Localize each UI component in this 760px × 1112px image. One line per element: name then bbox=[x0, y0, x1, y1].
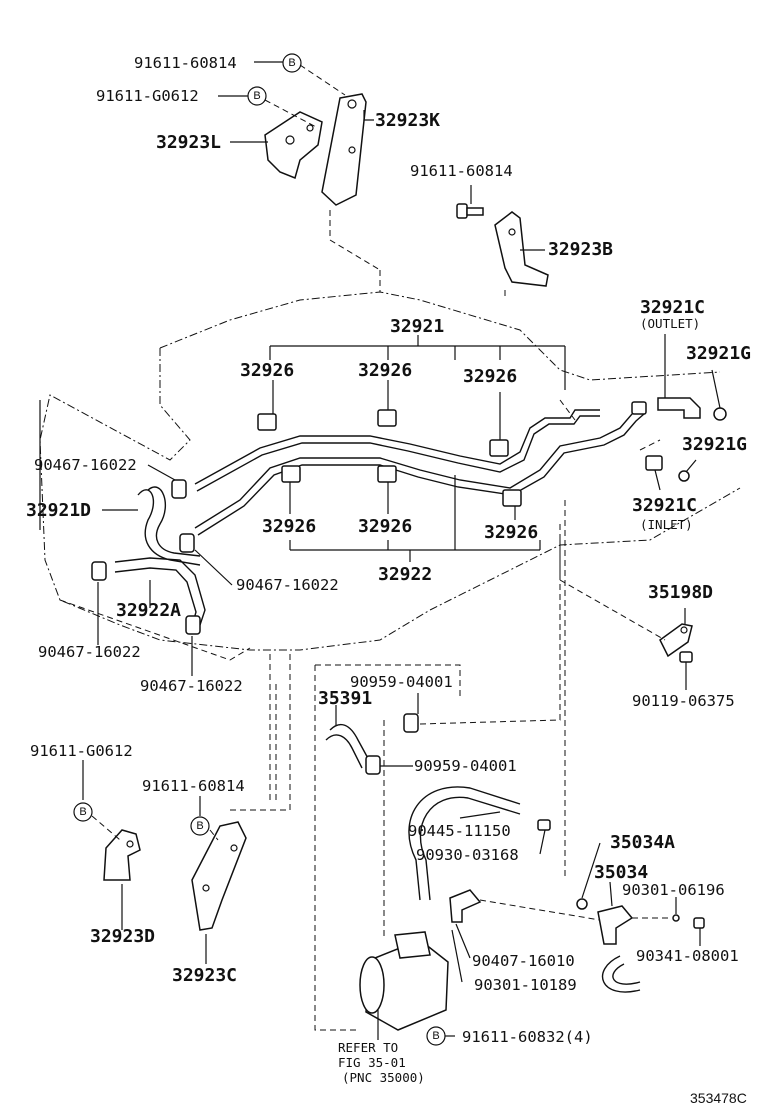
label-32921C-inlet: 32921C bbox=[632, 495, 697, 516]
label-35034: 35034 bbox=[594, 862, 648, 883]
label-32923K: 32923K bbox=[375, 110, 440, 131]
label-outlet-note: (OUTLET) bbox=[640, 316, 700, 331]
refer-line-2: FIG 35-01 bbox=[338, 1055, 406, 1070]
refer-line-1: REFER TO bbox=[338, 1040, 398, 1055]
label-91611-G0612-top: 91611-G0612 bbox=[96, 87, 199, 105]
svg-text:B: B bbox=[253, 90, 260, 102]
hose-clamp-90467-1 bbox=[171, 479, 187, 499]
bracket-32923K bbox=[321, 93, 367, 206]
label-35198D: 35198D bbox=[648, 582, 713, 603]
label-91611-60814-mid: 91611-60814 bbox=[410, 162, 513, 180]
hose-clamp-90467-4 bbox=[185, 615, 201, 635]
clamp-32926-4 bbox=[281, 465, 301, 483]
transmission-outline bbox=[39, 270, 741, 661]
hose-clamp-90467-3 bbox=[91, 561, 107, 581]
callout-B-2: B bbox=[247, 86, 267, 106]
union-32921C-outlet bbox=[631, 397, 727, 421]
label-32923B: 32923B bbox=[548, 239, 613, 260]
label-90467-16022-1: 90467-16022 bbox=[34, 456, 137, 474]
cooler-tube-32922 bbox=[194, 407, 645, 536]
label-32921C-outlet: 32921C bbox=[640, 297, 705, 318]
clamp-32926-3 bbox=[489, 439, 509, 457]
label-90301-10189: 90301-10189 bbox=[474, 976, 577, 994]
bracket-32923D bbox=[103, 829, 141, 881]
label-32926-6: 32926 bbox=[484, 522, 538, 543]
refer-line-3: (PNC 35000) bbox=[342, 1070, 425, 1085]
hose-32921D bbox=[137, 486, 201, 566]
clamp-32926-1 bbox=[257, 413, 277, 431]
label-90467-16022-4: 90467-16022 bbox=[140, 677, 243, 695]
callout-B-4: B bbox=[190, 816, 210, 836]
label-90341-08001: 90341-08001 bbox=[636, 947, 739, 965]
hose-35391 bbox=[325, 723, 371, 769]
cooler-tube-32921 bbox=[194, 409, 600, 492]
label-90119-06375: 90119-06375 bbox=[632, 692, 735, 710]
bracket-32923C bbox=[191, 821, 247, 931]
label-91611-60814-bot: 91611-60814 bbox=[142, 777, 245, 795]
svg-text:B: B bbox=[196, 820, 203, 832]
label-91611-G0612-bot: 91611-G0612 bbox=[30, 742, 133, 760]
label-32926-4: 32926 bbox=[262, 516, 316, 537]
bracket-32923L bbox=[264, 111, 323, 180]
label-32921G-1: 32921G bbox=[686, 343, 751, 364]
label-90407-16010: 90407-16010 bbox=[472, 952, 575, 970]
clamp-90959-1 bbox=[403, 713, 419, 733]
union-35034 bbox=[576, 898, 705, 993]
label-32926-1: 32926 bbox=[240, 360, 294, 381]
label-32923D: 32923D bbox=[90, 926, 155, 947]
label-90930-03168: 90930-03168 bbox=[416, 846, 519, 864]
bracket-32923B bbox=[494, 211, 549, 287]
label-90445-11150: 90445-11150 bbox=[408, 822, 511, 840]
label-91611-60814-top: 91611-60814 bbox=[134, 54, 237, 72]
callout-B-5: B bbox=[426, 1026, 446, 1046]
bracket-35198D bbox=[659, 623, 693, 663]
label-35034A: 35034A bbox=[610, 832, 675, 853]
label-32921G-2: 32921G bbox=[682, 434, 747, 455]
label-32921: 32921 bbox=[390, 316, 444, 337]
oil-pump-assembly bbox=[359, 931, 449, 1031]
clamp-32926-2 bbox=[377, 409, 397, 427]
label-32926-2: 32926 bbox=[358, 360, 412, 381]
label-32926-5: 32926 bbox=[358, 516, 412, 537]
clamp-32926-5 bbox=[377, 465, 397, 483]
callout-B-3: B bbox=[73, 802, 93, 822]
leader-lines bbox=[39, 61, 721, 1040]
hose-32922A bbox=[114, 557, 206, 627]
label-90467-16022-2: 90467-16022 bbox=[236, 576, 339, 594]
figure-id: 353478C bbox=[690, 1090, 747, 1106]
hose-90445-11150 bbox=[408, 786, 551, 901]
elbow-90407-16010 bbox=[449, 889, 482, 923]
union-32921C-inlet bbox=[645, 455, 690, 482]
label-inlet-note: (INLET) bbox=[640, 517, 693, 532]
label-32923C: 32923C bbox=[172, 965, 237, 986]
hose-clamp-90467-2 bbox=[179, 533, 195, 553]
label-32926-3: 32926 bbox=[463, 366, 517, 387]
label-32922: 32922 bbox=[378, 564, 432, 585]
svg-text:B: B bbox=[288, 57, 295, 69]
svg-text:B: B bbox=[79, 806, 86, 818]
label-91611-60832: 91611-60832(4) bbox=[462, 1028, 593, 1046]
label-90959-04001-1: 90959-04001 bbox=[350, 673, 453, 691]
label-32922A: 32922A bbox=[116, 600, 181, 621]
label-32923L: 32923L bbox=[156, 132, 221, 153]
clamp-32926-6 bbox=[502, 489, 522, 507]
bolt-91611-60814-mid bbox=[456, 203, 484, 219]
svg-text:B: B bbox=[432, 1030, 439, 1042]
part-labels: 91611-60814 91611-G0612 32923K 32923L 91… bbox=[26, 54, 751, 1106]
label-90959-04001-2: 90959-04001 bbox=[414, 757, 517, 775]
clamp-90959-2 bbox=[365, 755, 381, 775]
label-90301-06196: 90301-06196 bbox=[622, 881, 725, 899]
label-35391: 35391 bbox=[318, 688, 372, 709]
label-32921D: 32921D bbox=[26, 500, 91, 521]
label-90467-16022-3: 90467-16022 bbox=[38, 643, 141, 661]
callout-B-1: B bbox=[282, 53, 302, 73]
